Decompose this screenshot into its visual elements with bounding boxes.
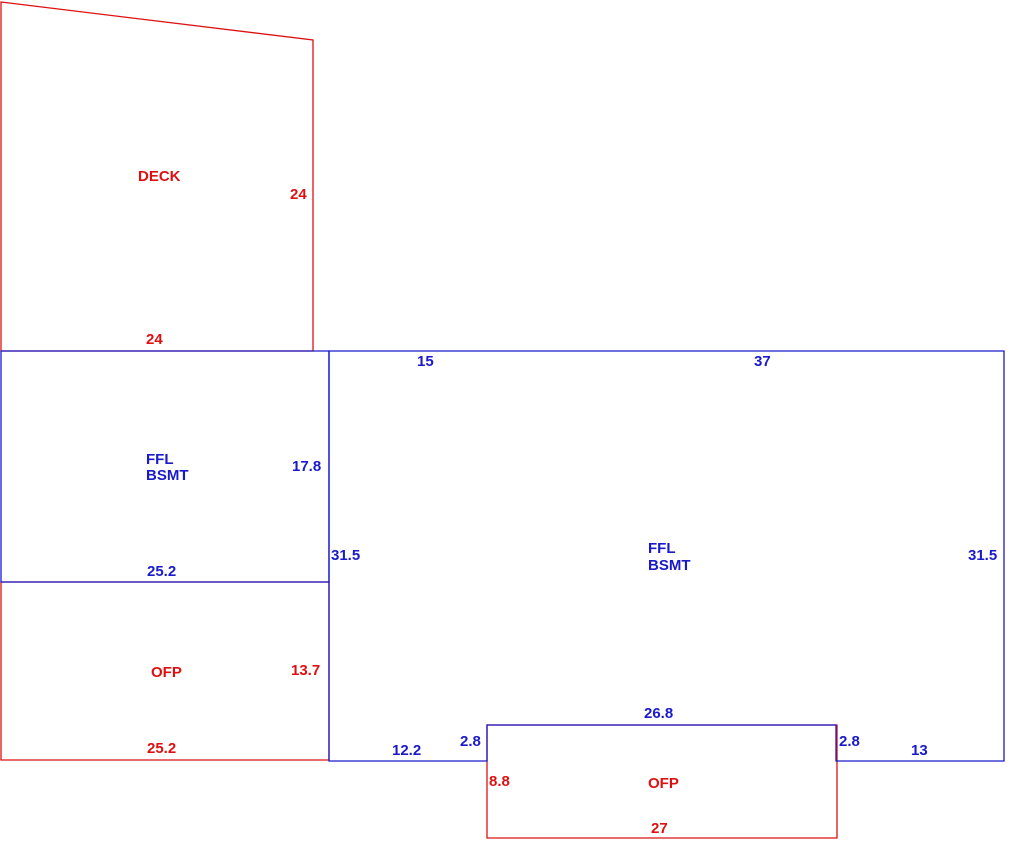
dim-ofp-left-bottom: 25.2 bbox=[147, 740, 176, 757]
ffl-main-outline bbox=[328, 350, 1005, 762]
dim-ofp-bottom-left: 8.8 bbox=[489, 773, 510, 790]
dim-ffl-main-left: 31.5 bbox=[331, 547, 360, 564]
ffl-main-label-line1: FFL bbox=[648, 540, 676, 557]
ffl-main-label-line2: BSMT bbox=[648, 557, 691, 574]
dim-ffl-main-bottom-left: 12.2 bbox=[392, 742, 421, 759]
dim-ffl-notch-top: 26.8 bbox=[644, 705, 673, 722]
dim-ffl-notch-right: 2.8 bbox=[839, 733, 860, 750]
dim-ffl-main-top: 37 bbox=[754, 353, 771, 370]
dim-ofp-bottom-bottom: 27 bbox=[651, 820, 668, 837]
dim-deck-right: 24 bbox=[290, 186, 307, 203]
dim-deck-bottom: 24 bbox=[146, 331, 163, 348]
dim-ffl-main-right: 31.5 bbox=[968, 547, 997, 564]
ffl-left-label-line1: FFL bbox=[146, 451, 174, 468]
dim-ofp-left-right: 13.7 bbox=[291, 662, 320, 679]
ofp-bottom-label: OFP bbox=[648, 775, 679, 792]
dim-ffl-left-bottom: 25.2 bbox=[147, 563, 176, 580]
ofp-left-label: OFP bbox=[151, 664, 182, 681]
dim-ffl-main-bottom-right: 13 bbox=[911, 742, 928, 759]
dim-ffl-notch-left: 2.8 bbox=[460, 733, 481, 750]
deck-label: DECK bbox=[138, 168, 181, 185]
ffl-left-label-line2: BSMT bbox=[146, 467, 189, 484]
dim-ffl-left-right: 17.8 bbox=[292, 458, 321, 475]
dim-ffl-left-top-right: 15 bbox=[417, 353, 434, 370]
